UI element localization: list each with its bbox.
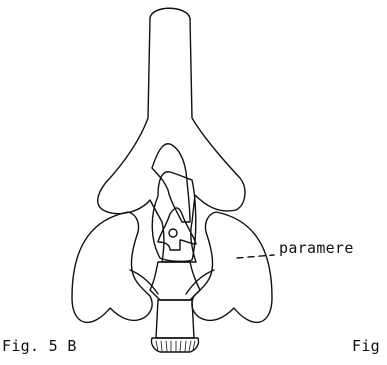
next-figure-caption-partial: Fig xyxy=(352,337,380,355)
left-paramere-outline xyxy=(72,212,152,322)
median-lobe-outline xyxy=(98,8,245,262)
figure-caption: Fig. 5 B xyxy=(2,337,77,355)
central-pore xyxy=(169,229,177,237)
paramere-leader-line xyxy=(237,255,274,258)
paramere-label: paramere xyxy=(279,239,354,257)
basal-piece-outline xyxy=(152,144,190,222)
right-paramere-outline xyxy=(192,212,272,322)
basal-ring xyxy=(156,300,194,338)
basal-ring-hatching xyxy=(156,341,195,351)
basal-ring-band xyxy=(151,338,198,352)
